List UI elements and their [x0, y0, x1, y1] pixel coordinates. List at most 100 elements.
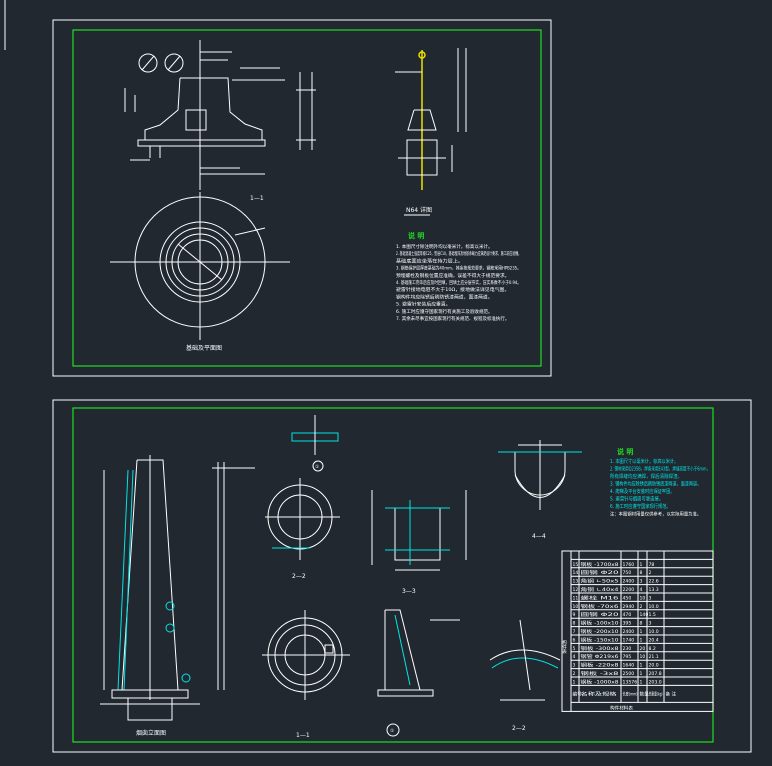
- table-cell: 钢板 -220x8: [581, 662, 619, 669]
- table-cell: 钢板 -3x8: [581, 670, 619, 677]
- elevation-title: 烟囱立面图: [136, 729, 166, 737]
- table-cell: 圆钢 Φ20: [581, 569, 619, 576]
- table-cell: 22.6: [649, 579, 659, 585]
- note-line: 所有焊缝均应满焊，焊后清除焊渣。: [610, 473, 682, 480]
- table-header-cell: 编号: [573, 690, 583, 697]
- notes-block: 1. 本图尺寸除注明外均以毫米计，标高以米计。2. 基础混凝土强度等级C25，垫…: [396, 243, 521, 322]
- table-cell: 1640: [623, 663, 635, 669]
- table-side-label: 构件表: [562, 639, 567, 655]
- table-cell: 钢板 -1700x8: [581, 561, 619, 568]
- foundation-plan: 基础及平面图: [110, 192, 290, 352]
- note-line: 3. 钢筋保护层厚度基础为40mm，其余按规范要求，钢筋采用HPB235。: [396, 265, 521, 272]
- table-cell: 3: [649, 621, 652, 627]
- notes-block-2: 1. 本图尺寸以毫米计，标高以米计。2. 钢材采用Q235B，焊条采用E43型，…: [610, 458, 710, 518]
- sheet-1-frame: [72, 29, 542, 367]
- note-line: 注：本图钢材用量仅供参考，以实际用量为准。: [610, 511, 701, 518]
- table-cell: 6: [573, 637, 576, 643]
- table-cell: 795: [623, 654, 632, 660]
- bracket-detail: ①: [377, 609, 460, 737]
- section-3-3: 3—3: [371, 490, 467, 595]
- note-line: 钢构件均应除锈后刷防锈漆两道，面漆两道。: [396, 293, 493, 300]
- detail-mark: ①: [315, 464, 319, 470]
- note-line: 4. 基础施工完毕后应及时回填，回填土应分层夯实，压实系数不小于0.94。: [396, 279, 521, 286]
- chimney-elevation: 烟囱立面图: [100, 455, 255, 737]
- table-cell: 1.5: [649, 612, 656, 618]
- table-cell: 13: [573, 579, 579, 585]
- table-cell: 1: [640, 637, 643, 643]
- table-cell: 20.4: [649, 637, 659, 643]
- table-cell: 203.0: [649, 679, 662, 685]
- detail-title: N64 详图: [406, 206, 432, 214]
- table-cell: 470: [623, 612, 632, 618]
- notes-title: 说 明: [408, 231, 424, 240]
- note-line: 2. 钢材采用Q235B，焊条采用E43型，焊缝高度不小于6mm，: [610, 466, 710, 473]
- table-cell: 8: [640, 621, 643, 627]
- table-cell: 2200: [623, 587, 635, 593]
- table-cell: 395: [623, 621, 632, 627]
- table-header-cell: 总重量(kg): [649, 690, 663, 697]
- table-cell: 8: [640, 570, 643, 576]
- table-cell: 3: [573, 663, 576, 669]
- sheet-2: 烟囱立面图 ① 2—2 1—1: [52, 399, 752, 753]
- table-cell: 4: [640, 587, 643, 593]
- table-cell: 13.3: [649, 587, 659, 593]
- table-cell: 7: [573, 629, 576, 635]
- table-caption: 构件材料表: [610, 704, 633, 711]
- table-cell: 78: [649, 562, 655, 568]
- table-cell: 10.0: [649, 629, 659, 635]
- table-cell: 13576: [623, 679, 638, 685]
- note-line: 3. 钢构件均应除锈后刷防锈底漆两道，面漆两道。: [610, 481, 701, 488]
- table-cell: 8: [573, 621, 576, 627]
- note-line: 1. 本图尺寸除注明外均以毫米计，标高以米计。: [396, 243, 493, 250]
- table-cell: 钢管 Φ219x6: [581, 653, 619, 660]
- note-line: 1. 本图尺寸以毫米计，标高以米计。: [610, 458, 678, 465]
- section-label: 2—2: [512, 725, 526, 732]
- curve-detail: 2—2: [489, 619, 561, 732]
- section-2-2: 2—2: [265, 478, 340, 580]
- table-cell: 10.0: [649, 604, 659, 610]
- section-label: 3—3: [402, 588, 416, 595]
- table-cell: 9: [573, 612, 576, 618]
- table-cell: 角钢 ∟50x5: [581, 578, 619, 585]
- table-cell: 2400: [623, 629, 635, 635]
- table-cell: 750: [623, 570, 632, 576]
- note-line: 2. 基础混凝土强度等级C25，垫层C10，基础埋深及地基承载力应满足设计要求，…: [396, 250, 521, 257]
- table-cell: 2940: [623, 604, 635, 610]
- table-cell: 螺栓 M16: [581, 594, 619, 601]
- note-line: 4. 爬梯及平台安装时应保证牢固。: [610, 488, 675, 495]
- section-label: 2—2: [292, 573, 306, 580]
- table-cell: 钢板 -100x10: [581, 620, 619, 627]
- table-cell: 圆钢 Φ20: [581, 611, 619, 618]
- table-cell: 230: [623, 646, 632, 652]
- table-cell: 15: [573, 562, 579, 568]
- table-cell: 2: [573, 671, 576, 677]
- table-cell: 11: [573, 595, 579, 601]
- note-line: 6. 施工时应遵守国家现行规范。: [610, 503, 671, 510]
- table-cell: 10: [640, 654, 646, 660]
- table-cell: 钢板 -200x10: [581, 628, 619, 635]
- table-cell: 10: [640, 595, 646, 601]
- note-line: 5. 避雷针安装后应垂直。: [396, 301, 451, 308]
- table-header-cell: 长度(mm): [623, 690, 638, 697]
- table-cell: 2400: [623, 579, 635, 585]
- table-cell: 1740: [623, 637, 635, 643]
- table-cell: 140: [640, 612, 649, 618]
- detail-mark: ①: [390, 728, 394, 734]
- sheet-2-border: [52, 399, 752, 753]
- table-cell: 1: [640, 663, 643, 669]
- plan-title: 基础及平面图: [186, 344, 222, 352]
